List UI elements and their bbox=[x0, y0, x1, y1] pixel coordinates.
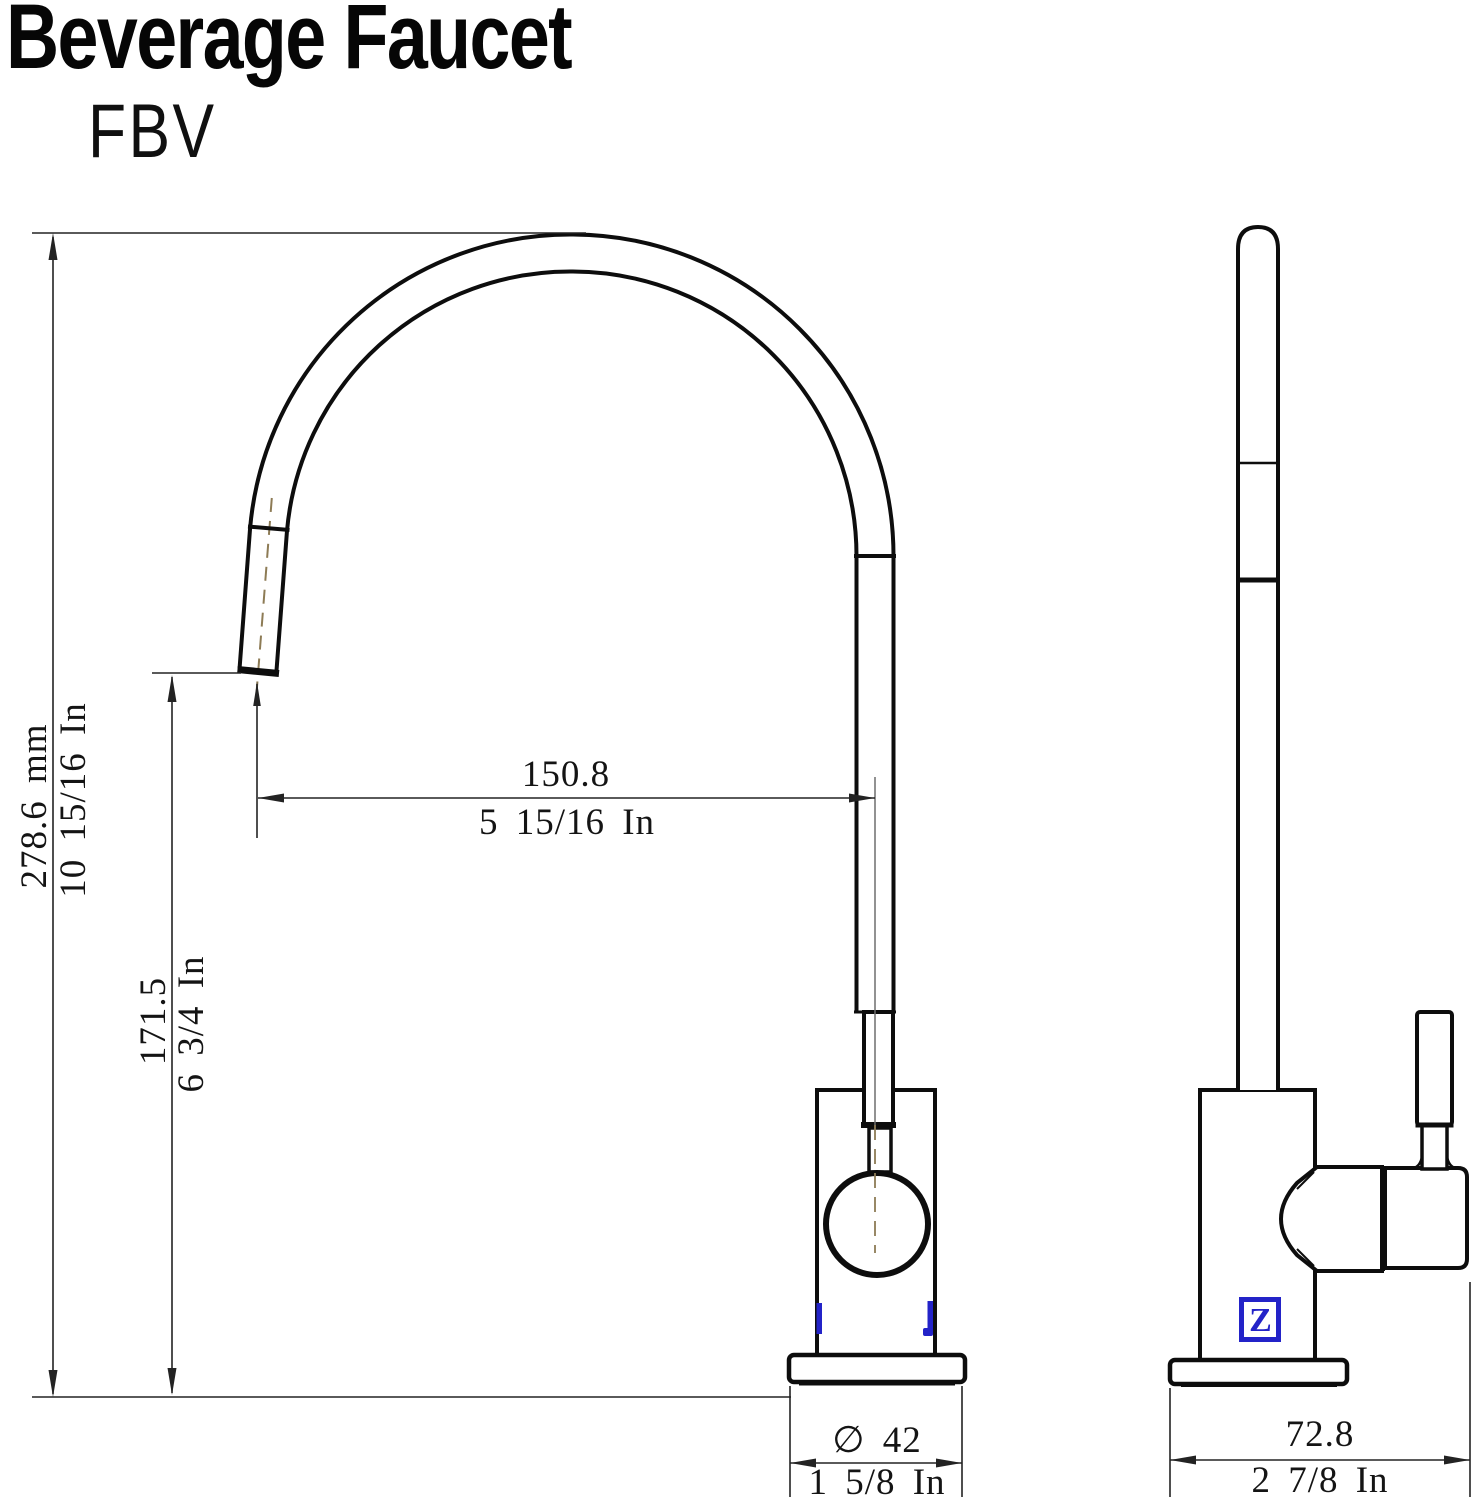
page-title: Beverage Faucet bbox=[6, 0, 573, 88]
arrow-witness-up bbox=[253, 682, 261, 706]
dim-overall-height-imperial: 10 15/16 In bbox=[53, 702, 94, 898]
spout-tip-edge bbox=[237, 666, 280, 677]
blue-mark-right bbox=[927, 1301, 933, 1330]
valve-ball-circle bbox=[823, 1170, 931, 1278]
dim-spout-height-imperial: 6 3/4 In bbox=[171, 955, 212, 1092]
dim-overall-height-metric: 278.6 mm bbox=[14, 723, 55, 888]
dim-spout-reach-imperial: 5 15/16 In bbox=[479, 802, 655, 843]
front-view bbox=[237, 232, 968, 1386]
handle-stem bbox=[1420, 1123, 1449, 1171]
arrow-spout-height-top bbox=[167, 675, 177, 702]
valve-bullet bbox=[1278, 1165, 1384, 1273]
dimension-layer: 278.6 mm 10 15/16 In 171.5 6 3/4 In 150.… bbox=[14, 232, 1471, 1500]
spout-centerline bbox=[255, 497, 273, 698]
tube-collar-front bbox=[862, 1010, 895, 1127]
gooseneck-tube-fill bbox=[241, 236, 892, 1012]
model-code: FBV bbox=[88, 89, 217, 174]
dim-body-depth-metric: 72.8 bbox=[1286, 1414, 1355, 1455]
valve-cap bbox=[1383, 1166, 1469, 1270]
arrow-spout-reach-right bbox=[849, 793, 875, 803]
handle-lever bbox=[1415, 1010, 1454, 1127]
dim-body-depth-imperial: 2 7/8 In bbox=[1251, 1460, 1388, 1500]
arrow-overall-top bbox=[48, 233, 58, 260]
arrow-overall-bottom bbox=[48, 1370, 58, 1397]
side-view: Z bbox=[1167, 224, 1469, 1387]
valve-neck-front bbox=[867, 1126, 893, 1174]
base-flange-front bbox=[786, 1352, 968, 1385]
brand-logo-letter: Z bbox=[1249, 1302, 1272, 1339]
dim-spout-reach-metric: 150.8 bbox=[522, 754, 610, 795]
valve-bullet-chamfer-bottom bbox=[1296, 1248, 1315, 1267]
arrow-depth-left bbox=[1170, 1455, 1196, 1465]
arrow-spout-height-bottom bbox=[167, 1368, 177, 1395]
handle-stem-fillet-right bbox=[1445, 1156, 1456, 1170]
spout-joint-line bbox=[247, 524, 290, 532]
blue-mark-left bbox=[816, 1303, 822, 1334]
tube-side bbox=[1236, 224, 1280, 1090]
arrow-depth-right bbox=[1444, 1455, 1470, 1465]
dim-base-diameter-imperial: 1 5/8 In bbox=[808, 1462, 945, 1500]
arrow-base-left bbox=[790, 1458, 816, 1468]
arrow-base-right bbox=[936, 1458, 962, 1468]
valve-bullet-chamfer-top bbox=[1296, 1171, 1315, 1190]
handle-stem-fillet-left bbox=[1413, 1156, 1424, 1170]
arrow-spout-reach-left bbox=[258, 793, 284, 803]
blue-mark-right-nub bbox=[923, 1328, 933, 1336]
brand-logo-box bbox=[1239, 1297, 1281, 1342]
base-flange-side bbox=[1167, 1357, 1350, 1387]
dim-base-diameter-metric: ∅ 42 bbox=[832, 1420, 921, 1461]
dim-spout-height-metric: 171.5 bbox=[133, 977, 174, 1065]
